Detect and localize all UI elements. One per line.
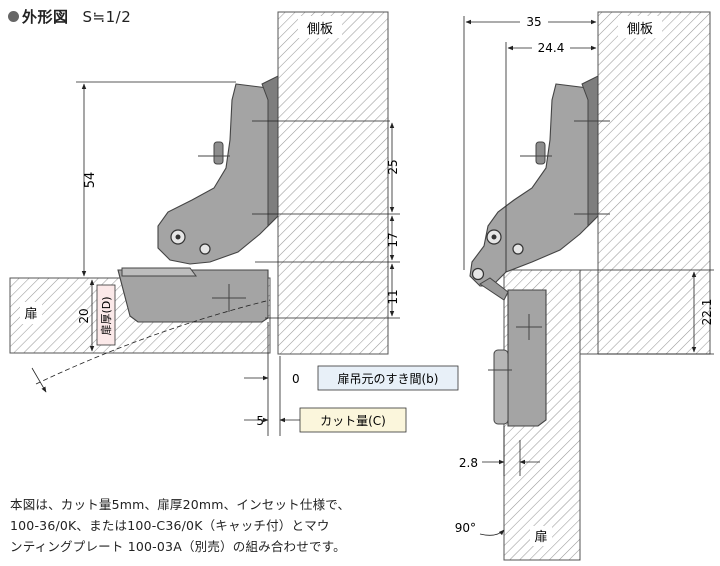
right-side-panel-label: 側板 [627,22,653,37]
dim-11: 11 [386,289,400,304]
callout-gap-box [317,365,459,391]
right-pivot-3 [471,267,485,281]
right-side-panel [597,11,711,355]
dim-25: 25 [386,159,400,174]
right-door-label: 扉 [534,529,547,545]
footnote-line-2: 100-36/0K、または100-C36/0K（キャッチ付）とマウ [10,518,330,533]
dim-5: 5 [256,414,264,428]
left-pivot-2 [199,243,211,255]
footnote: 本図は、カット量5mm、扉厚20mm、インセット仕様で、 100-36/0K、ま… [10,494,350,557]
dim-0: 0 [292,372,300,386]
dim-17: 17 [386,232,400,247]
dim-35: 35 [526,15,541,29]
bullet-icon [8,11,19,22]
callout-cut-box [299,407,407,433]
right-hinge-cup [507,289,547,427]
callout-cut-text: カット量(C) [320,414,386,428]
right-hinge-arm [469,83,597,287]
left-door-label: 扉 [24,306,37,322]
right-pivot-2 [512,243,524,255]
dim-20: 20 [77,308,91,323]
right-view: 側板 扉 [455,11,714,561]
left-hinge-cup [117,269,269,323]
scale-text: S≒1/2 [82,8,132,26]
footnote-line-1: 本図は、カット量5mm、扉厚20mm、インセット仕様で、 [10,497,351,512]
door-thickness-label: 扉厚(D) [100,296,113,335]
left-view: 側板 扉 54 [9,11,459,436]
title-text: 外形図 [22,8,69,26]
dim-54: 54 [83,172,98,189]
callout-gap-text: 扉吊元のすき間(b) [338,372,439,386]
drawing-title: 外形図 S≒1/2 [8,6,131,27]
left-side-panel [277,11,389,355]
left-side-panel-label: 側板 [307,22,333,37]
dim-22-1: 22.1 [700,299,714,326]
angle-90: 90° [455,521,476,535]
dim-2-8: 2.8 [459,456,478,470]
right-cup-flange [493,349,509,425]
dim-24-4: 24.4 [538,41,565,55]
footnote-line-3: ンティングプレート 100-03A（別売）の組み合わせです。 [10,539,346,554]
